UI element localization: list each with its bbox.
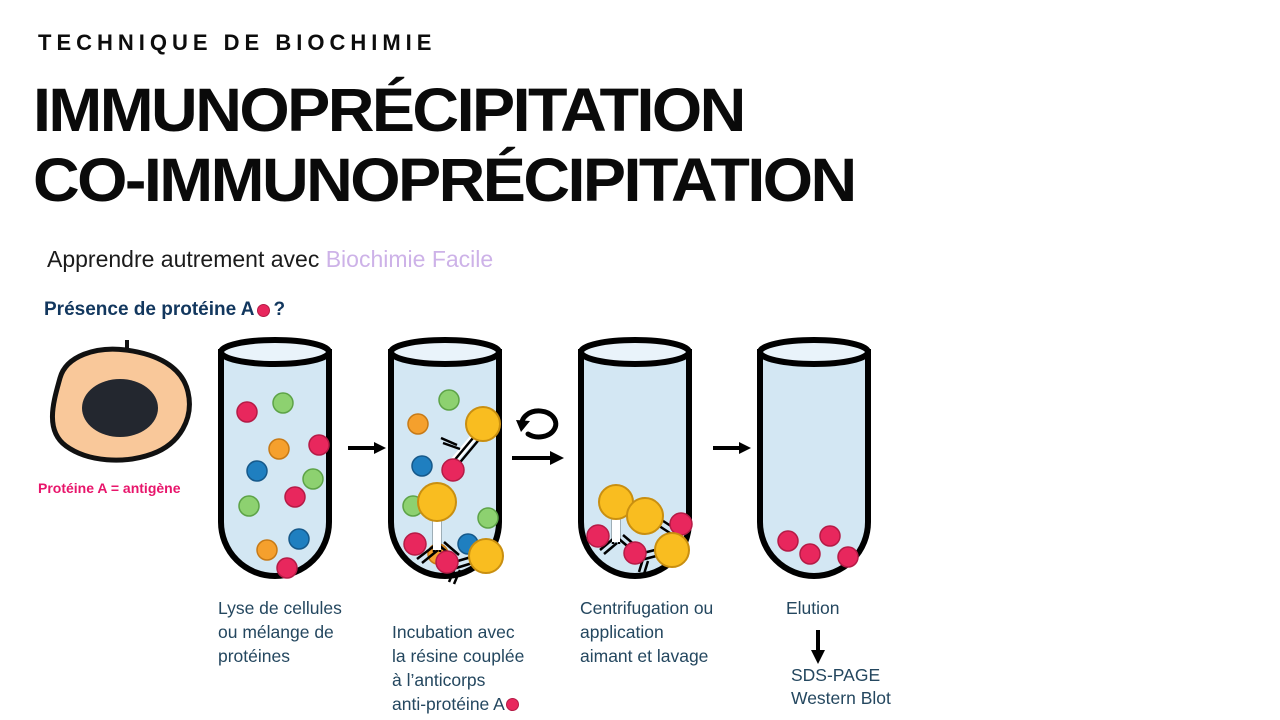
tube-3-complex-1 — [586, 484, 637, 555]
straight-arrow-icon — [512, 451, 564, 465]
tube-2-complex-1 — [440, 406, 501, 482]
step-caption-1: Lyse de cellules ou mélange de protéines — [218, 598, 342, 666]
tube-4-eluted-proteins — [777, 525, 859, 568]
tube-4-rim — [757, 337, 871, 367]
tube-1-proteins — [236, 392, 330, 579]
presence-question-text: Présence de protéine A — [44, 299, 255, 320]
tube-3-rim — [578, 337, 692, 367]
brand-name: Biochimie Facile — [325, 246, 494, 272]
kicker-text: TECHNIQUE DE BIOCHIMIE — [38, 30, 437, 55]
arrow-step-1-to-2 — [346, 438, 388, 463]
tube-2-complex-3 — [435, 538, 504, 585]
page-title-line-2: CO-IMMUNOPRÉCIPITATION — [33, 146, 857, 214]
page-title-line-1: IMMUNOPRÉCIPITATION — [33, 76, 746, 144]
cell-nucleus-shape — [82, 379, 158, 437]
protein-a-dot-icon — [257, 303, 271, 317]
tube-4-elution — [752, 337, 877, 580]
tube-3-centrifugation — [573, 337, 698, 580]
step-caption-4: Elution — [786, 598, 840, 618]
tube-1-rim — [218, 337, 332, 367]
presence-question: Présence de protéine A ? — [44, 299, 285, 321]
presence-question-mark: ? — [273, 299, 286, 320]
step-caption-2: Incubation avec la résine couplée à l’an… — [392, 622, 525, 714]
tube-2-incubation — [383, 337, 508, 585]
arrow-step-3-to-4 — [711, 438, 753, 463]
tube-2-complex-2 — [403, 482, 460, 564]
rotation-icon — [516, 408, 559, 440]
tube-2-rim — [388, 337, 502, 367]
analysis-line-1: SDS-PAGE — [791, 665, 881, 685]
step-caption-2-wrap: Incubation avec la résine couplée à l’an… — [392, 596, 562, 716]
tube-3-complex-3 — [623, 532, 690, 575]
subtitle: Apprendre autrement avec Biochimie Facil… — [47, 246, 493, 273]
arrow-elution-to-analysis — [806, 628, 830, 671]
analysis-line-2: Western Blot — [791, 688, 891, 708]
tube-4-body — [757, 349, 871, 579]
cell-illustration — [30, 324, 205, 470]
subtitle-prefix: Apprendre autrement avec — [47, 246, 326, 272]
step-caption-3: Centrifugation ou application aimant et … — [580, 598, 714, 666]
protein-a-dot-icon-caption — [505, 698, 519, 711]
arrow-step-2-to-3 — [510, 400, 570, 477]
tube-1-lysate — [213, 337, 338, 580]
tube-1-body — [218, 349, 332, 579]
antigen-note: Protéine A = antigène — [38, 480, 181, 496]
